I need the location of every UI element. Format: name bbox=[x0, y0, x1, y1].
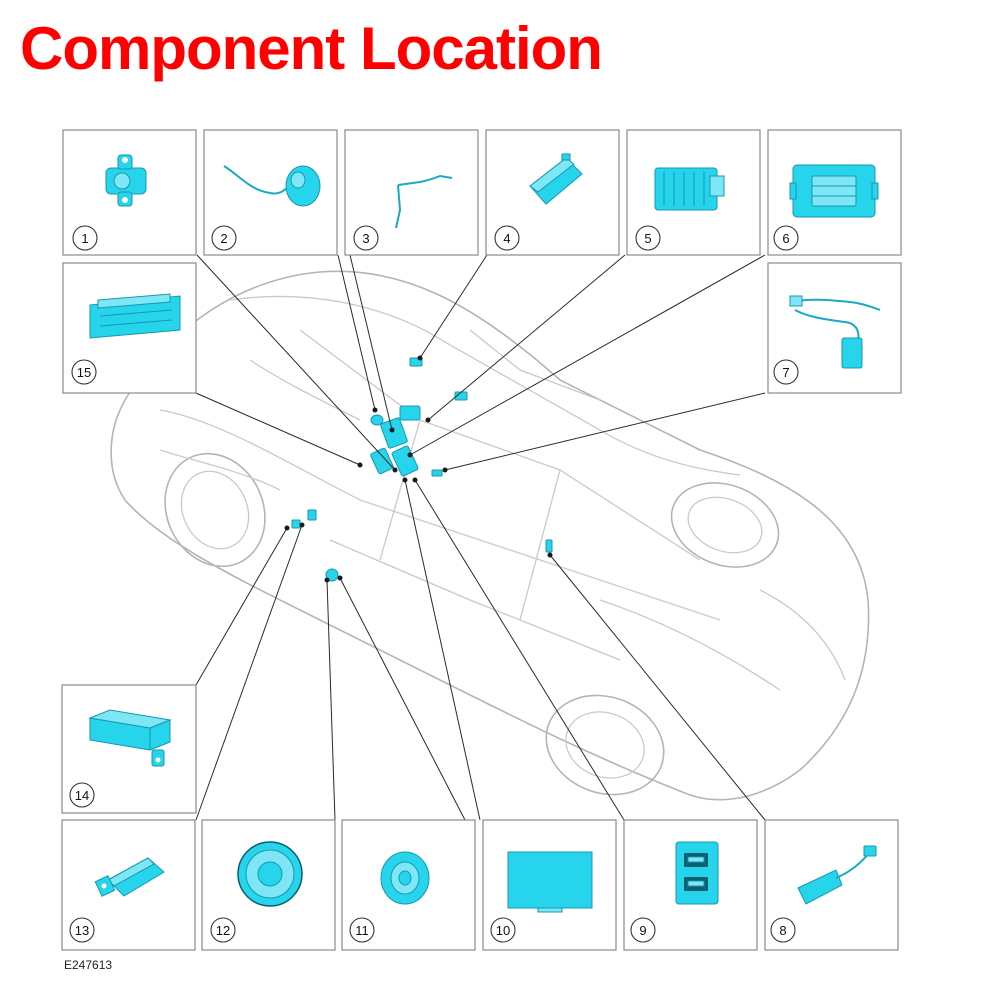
page-title: Component Location bbox=[20, 15, 603, 82]
display-panel-icon bbox=[507, 851, 593, 913]
callout-number: 1 bbox=[81, 231, 88, 246]
callout-number: 11 bbox=[355, 923, 369, 938]
door-speaker-icon bbox=[237, 841, 303, 907]
tweeter-speaker-icon bbox=[380, 851, 430, 905]
callout-number: 2 bbox=[220, 231, 227, 246]
harness-connector-icon bbox=[797, 845, 877, 905]
finned-amplifier-module-icon bbox=[654, 167, 725, 211]
callout-13: 13 bbox=[61, 819, 196, 951]
callout-8: 8 bbox=[764, 819, 899, 951]
figure-reference-code: E247613 bbox=[64, 958, 113, 972]
round-microphone-with-cable-icon bbox=[223, 165, 321, 207]
callout-number: 12 bbox=[216, 923, 230, 938]
callout-number: 14 bbox=[75, 788, 89, 803]
callout-number: 3 bbox=[362, 231, 369, 246]
callout-6: 6 bbox=[767, 129, 902, 256]
bracket-module-icon bbox=[94, 857, 165, 897]
callout-10: 10 bbox=[482, 819, 617, 951]
callout-number: 7 bbox=[782, 365, 789, 380]
wiring-harness-with-connector-icon bbox=[789, 295, 881, 369]
mounting-bracket-sensor-icon bbox=[105, 154, 147, 207]
callout-5: 5 bbox=[626, 129, 761, 256]
callout-9: 9 bbox=[623, 819, 758, 951]
callout-number: 5 bbox=[644, 231, 651, 246]
callout-number: 6 bbox=[782, 231, 789, 246]
dual-usb-port-icon bbox=[675, 841, 719, 905]
callout-1: 1 bbox=[62, 129, 197, 256]
antenna-cable-icon bbox=[395, 174, 453, 229]
callout-15: 15 bbox=[62, 262, 197, 394]
callout-2: 2 bbox=[203, 129, 338, 256]
audio-head-unit-icon bbox=[89, 293, 181, 339]
interface-module-icon bbox=[789, 164, 879, 218]
callout-number: 13 bbox=[75, 923, 89, 938]
callout-11: 11 bbox=[341, 819, 476, 951]
callout-14: 14 bbox=[61, 684, 197, 814]
callout-number: 9 bbox=[639, 923, 646, 938]
callout-number: 8 bbox=[779, 923, 786, 938]
vehicle-illustration bbox=[110, 270, 870, 801]
callout-3: 3 bbox=[344, 129, 479, 256]
control-module-icon bbox=[529, 153, 583, 205]
callout-4: 4 bbox=[485, 129, 620, 256]
leader-lines bbox=[195, 254, 766, 821]
callout-number: 15 bbox=[77, 365, 91, 380]
callout-number: 4 bbox=[503, 231, 510, 246]
tab-mounted-module-icon bbox=[88, 709, 172, 767]
callout-7: 7 bbox=[767, 262, 902, 394]
callout-12: 12 bbox=[201, 819, 336, 951]
callout-number: 10 bbox=[496, 923, 510, 938]
